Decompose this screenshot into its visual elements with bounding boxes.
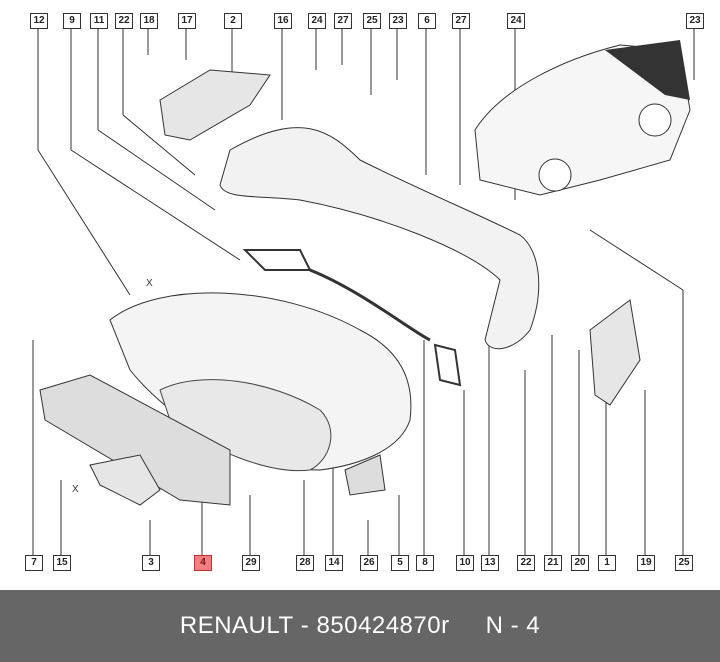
callout-25: 25 <box>675 555 693 571</box>
bumper-exploded-drawing: X X <box>32 28 695 558</box>
callout-18: 18 <box>140 13 158 29</box>
callout-23: 23 <box>389 13 407 29</box>
part-number: 850424870r <box>316 612 450 639</box>
callout-3: 3 <box>142 555 160 571</box>
callout-29: 29 <box>242 555 260 571</box>
callout-1: 1 <box>598 555 616 571</box>
callout-22: 22 <box>115 13 133 29</box>
callout-6: 6 <box>418 13 436 29</box>
callout-5: 5 <box>391 555 409 571</box>
callout-4-highlighted: 4 <box>194 555 212 571</box>
callout-27: 27 <box>334 13 352 29</box>
callout-8: 8 <box>416 555 434 571</box>
callout-9: 9 <box>63 13 81 29</box>
callout-19: 19 <box>637 555 655 571</box>
callout-21: 21 <box>544 555 562 571</box>
position-label: N - 4 <box>485 612 541 639</box>
callout-2: 2 <box>224 13 242 29</box>
callout-23: 23 <box>686 13 704 29</box>
callout-25: 25 <box>363 13 381 29</box>
callout-15: 15 <box>53 555 71 571</box>
callout-11: 11 <box>90 13 108 29</box>
callout-24: 24 <box>507 13 525 29</box>
callout-20: 20 <box>571 555 589 571</box>
separator: - <box>300 612 310 639</box>
callout-27: 27 <box>452 13 470 29</box>
svg-text:X: X <box>72 484 79 495</box>
callout-22: 22 <box>517 555 535 571</box>
callout-13: 13 <box>481 555 499 571</box>
brand-label: RENAULT <box>179 612 294 639</box>
callout-10: 10 <box>456 555 474 571</box>
callout-16: 16 <box>274 13 292 29</box>
svg-text:X: X <box>146 278 153 289</box>
callout-28: 28 <box>296 555 314 571</box>
callout-26: 26 <box>360 555 378 571</box>
part-caption-bar: RENAULT - 850424870r N - 4 <box>0 590 720 662</box>
callout-24: 24 <box>308 13 326 29</box>
callout-17: 17 <box>178 13 196 29</box>
callout-12: 12 <box>30 13 48 29</box>
callout-14: 14 <box>325 555 343 571</box>
callout-7: 7 <box>25 555 43 571</box>
